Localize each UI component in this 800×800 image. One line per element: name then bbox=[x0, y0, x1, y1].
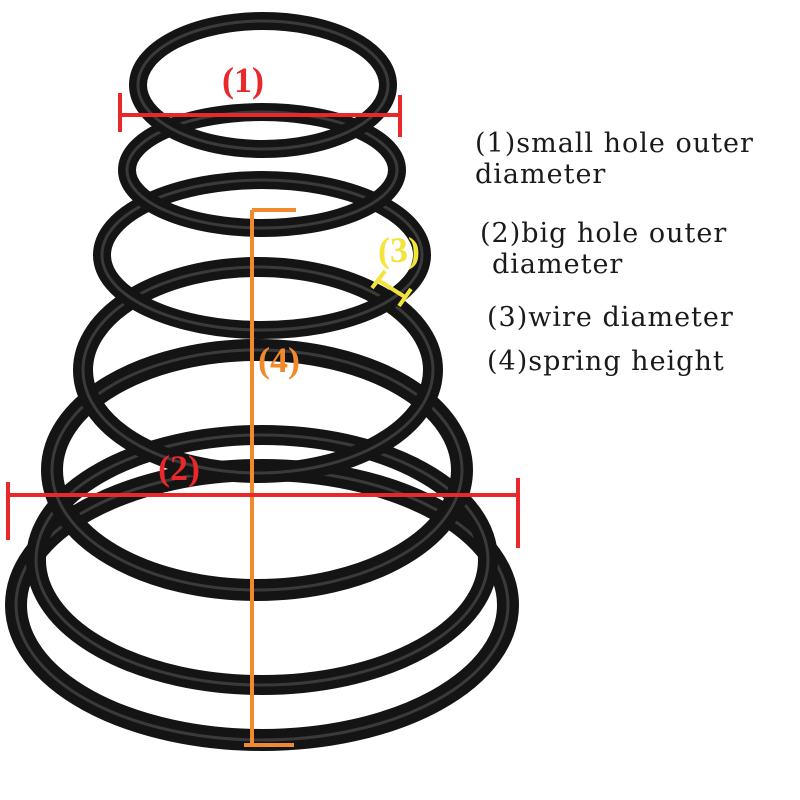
legend-item-big-hole: (2)big hole outer diameter bbox=[480, 218, 727, 280]
wire-cap-upper bbox=[370, 269, 387, 290]
big-hole-dimension bbox=[6, 478, 520, 548]
spring-coil-highlight bbox=[136, 19, 390, 151]
wire-line bbox=[376, 278, 407, 299]
small-hole-dimension bbox=[118, 93, 402, 137]
spring-coil-highlight bbox=[81, 265, 435, 475]
wire-diameter-dimension bbox=[370, 269, 413, 308]
legend-text: (2)big hole outer bbox=[480, 218, 728, 249]
spring-coil bbox=[5, 459, 519, 751]
marker-label-1: (1) bbox=[222, 60, 264, 100]
legend-item-wire: (3)wire diameter bbox=[487, 302, 734, 333]
marker-label-3: (3) bbox=[378, 230, 420, 270]
legend-item-height: (4)spring height bbox=[487, 346, 725, 377]
legend-text: diameter bbox=[475, 159, 607, 190]
legend-text: (4)spring height bbox=[487, 346, 725, 377]
spring-coil-highlight bbox=[34, 433, 490, 687]
marker-label-4: (4) bbox=[258, 340, 300, 380]
spring-coil-highlight bbox=[125, 110, 399, 230]
legend-text: (1)small hole outer bbox=[475, 128, 754, 159]
spring-height-dimension bbox=[244, 208, 296, 747]
spring-coil-highlight bbox=[100, 178, 424, 332]
spring-coil-highlight bbox=[50, 348, 464, 592]
wire-cap-lower bbox=[397, 287, 413, 308]
spring-coils bbox=[5, 12, 519, 751]
legend-text: diameter bbox=[492, 249, 624, 280]
legend-text: (3)wire diameter bbox=[487, 302, 734, 333]
marker-label-2: (2) bbox=[158, 448, 200, 488]
legend-item-small-hole: (1)small hole outer diameter bbox=[475, 128, 754, 190]
